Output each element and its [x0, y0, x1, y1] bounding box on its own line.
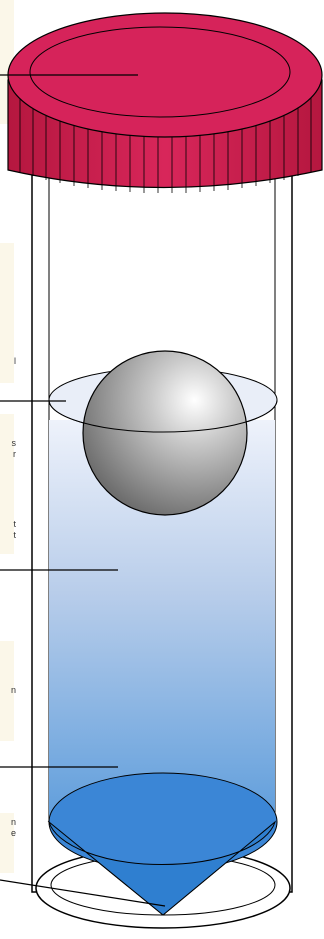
panel-5-text-fragment-2: e: [0, 828, 16, 839]
panel-2-text-fragment: l: [0, 356, 16, 367]
panel-5-text-fragment-1: n: [0, 817, 16, 828]
panel-3-text-fragment-4: t: [0, 530, 16, 541]
panel-4-text-fragment: n: [0, 685, 16, 696]
panel-3-text-fragment-2: r: [0, 449, 16, 460]
panel-3-text-fragment-3: t: [0, 519, 16, 530]
dense-layer-boundary: [49, 773, 277, 871]
panel-3-text-fragment-1: s: [0, 438, 16, 449]
floating-ball: [83, 351, 247, 515]
